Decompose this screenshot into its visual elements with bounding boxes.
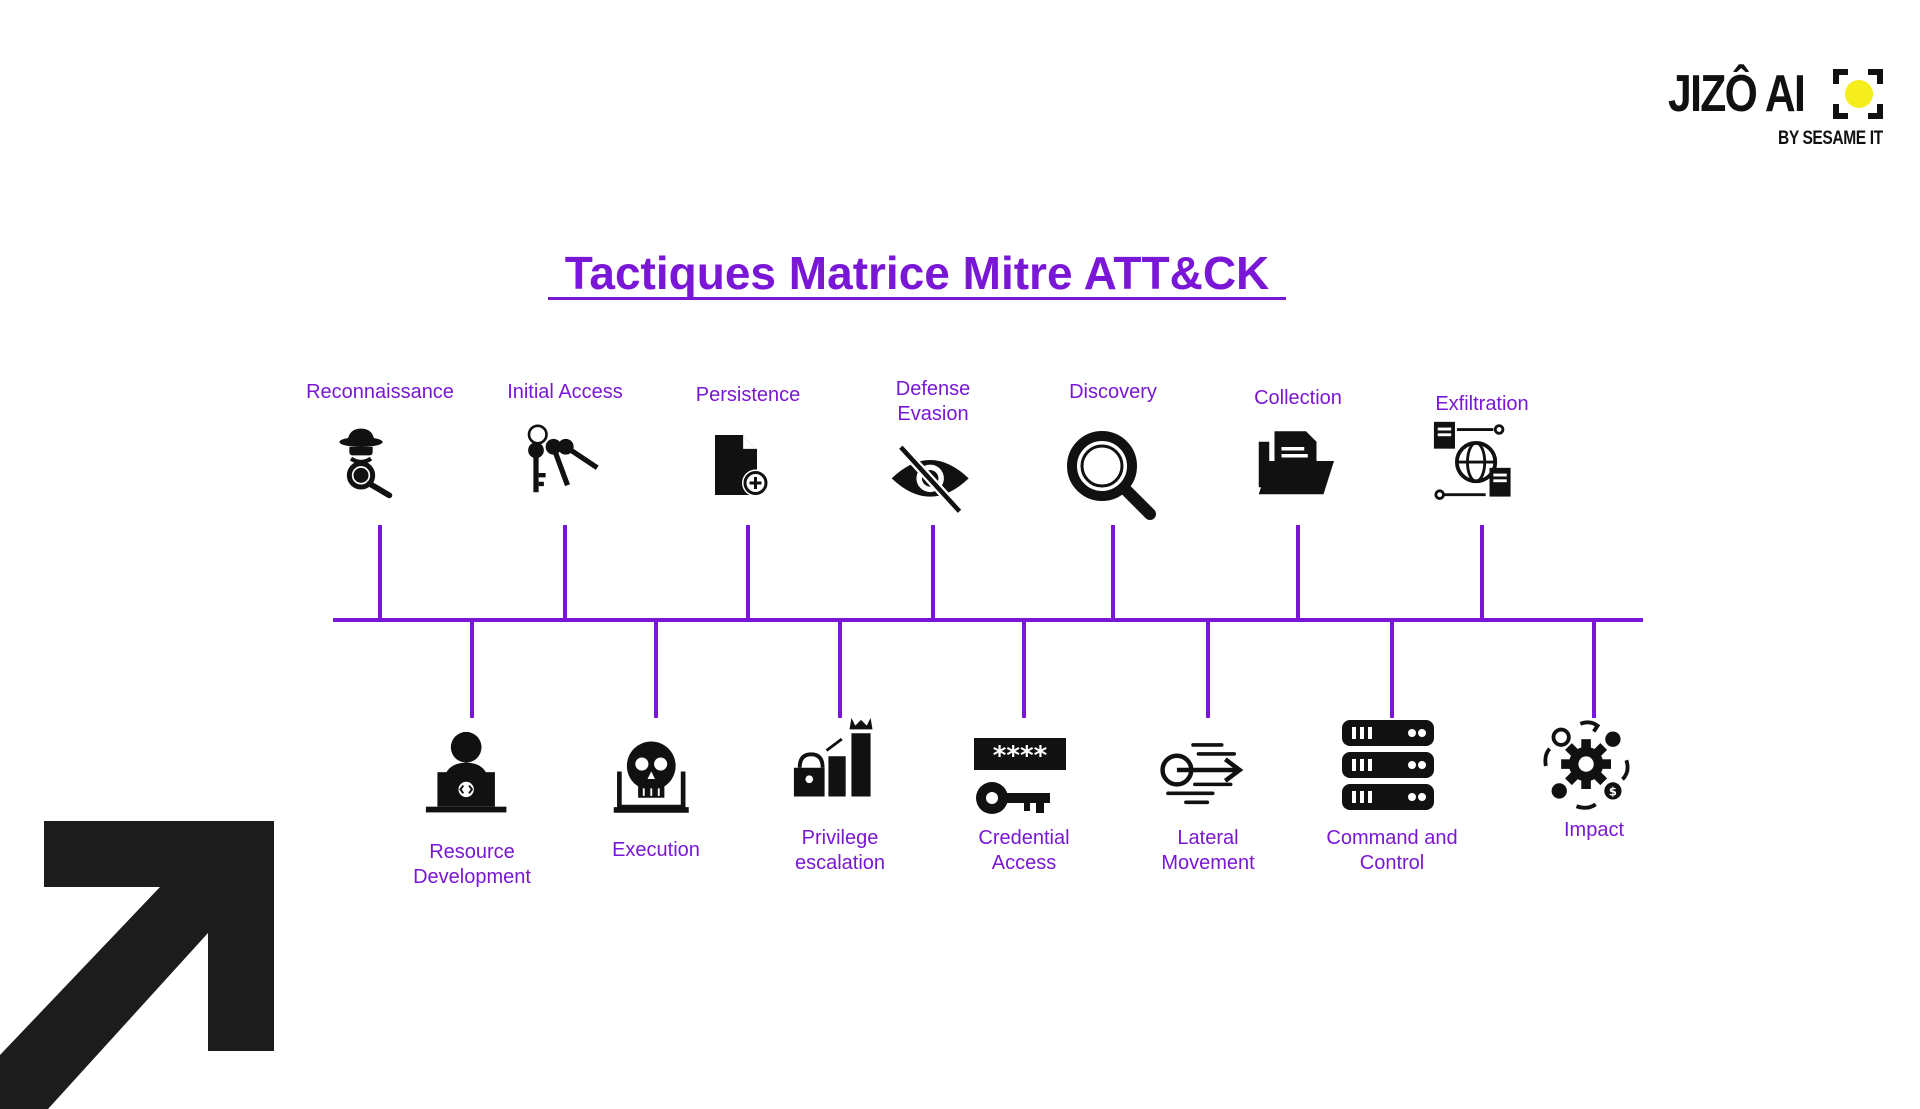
focus-target-icon: [1833, 69, 1883, 119]
data-transfer-globe-icon: [1433, 421, 1511, 500]
tactic-label: Persistence: [695, 384, 801, 406]
tactic-label: Impact: [1563, 819, 1625, 841]
tactic-label: Collection: [1254, 387, 1342, 409]
tactic-label: Execution: [612, 839, 700, 861]
tactic-label: Credential Access: [978, 827, 1070, 874]
magnifier-icon: [1067, 431, 1156, 520]
brand-logo: JIZÔ AI BY SESAME IT: [1668, 62, 1883, 162]
gear-cycle-icon: $: [1543, 720, 1630, 810]
arrow-up-right-icon: [0, 821, 274, 1109]
document-add-icon: [715, 435, 769, 497]
tactic-label: Reconnaissance: [306, 381, 454, 403]
tactic-label: Defense Evasion: [895, 378, 971, 425]
tactic-label: Privilege escalation: [794, 827, 886, 874]
hacker-laptop-icon: [425, 731, 507, 813]
brand-name: JIZÔ AI: [1668, 65, 1806, 123]
brand-tagline: BY SESAME IT: [1778, 128, 1883, 149]
tactic-label: Resource Development: [413, 841, 531, 888]
tactic-label: Exfiltration: [1435, 393, 1529, 415]
skull-laptop-icon: [613, 741, 689, 813]
tactic-label: Initial Access: [507, 381, 623, 403]
password-key-icon: ****: [974, 738, 1066, 814]
tactic-label: Command and Control: [1326, 827, 1458, 874]
motion-arrow-icon: [1160, 743, 1244, 805]
keys-icon: [527, 424, 599, 493]
lock-chart-crown-icon: [793, 717, 873, 797]
server-stack-icon: [1342, 720, 1434, 810]
tactic-label: Lateral Movement: [1161, 827, 1255, 874]
folder-documents-icon: [1258, 431, 1334, 495]
tactic-label: Discovery: [1069, 381, 1157, 403]
title-underline: [548, 297, 1286, 300]
svg-text:$: $: [1609, 785, 1617, 799]
eye-slash-icon: [891, 444, 969, 515]
page-title: Tactiques Matrice Mitre ATT&CK: [564, 247, 1270, 299]
spy-magnifier-icon: [339, 428, 393, 499]
svg-text:****: ****: [993, 741, 1048, 771]
